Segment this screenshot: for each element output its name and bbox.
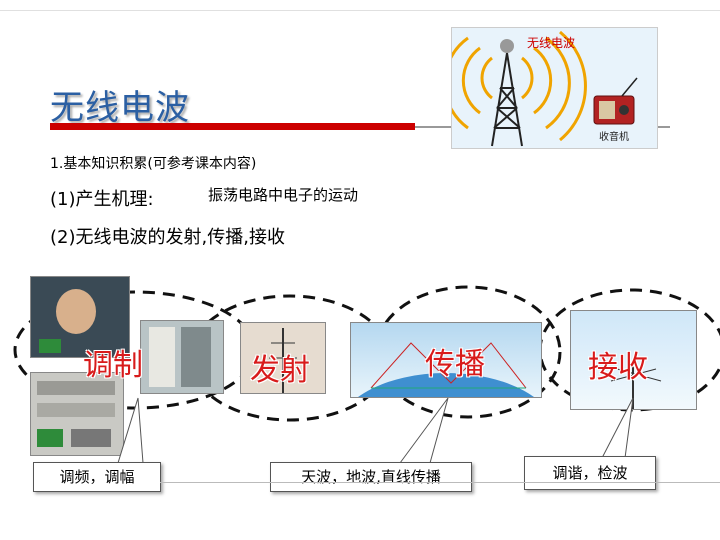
transmitter-room-photo	[140, 320, 224, 394]
equipment-photo	[30, 372, 124, 456]
radio-label: 收音机	[599, 132, 629, 143]
callout-modulation: 调频，调幅	[33, 462, 161, 492]
process-heading: (2)无线电波的发射,传播,接收	[50, 227, 285, 248]
antenna-photo	[240, 322, 326, 394]
earth-propagation-photo	[350, 322, 542, 398]
receiver-antenna-photo	[570, 310, 697, 410]
callout-reception: 调谐，检波	[524, 456, 656, 490]
bottom-divider	[160, 482, 720, 483]
stage-transmission: 发射	[250, 353, 310, 388]
mechanism-answer: 振荡电路中电子的运动	[208, 186, 359, 204]
callout-propagation: 天波，地波,直线传播	[270, 462, 472, 492]
tower-wave-drawing	[452, 28, 657, 148]
slide-title: 无线电波	[50, 88, 190, 128]
knowledge-heading: 1.基本知识积累(可参考课本内容)	[50, 156, 257, 172]
stage-propagation: 传播	[425, 347, 485, 382]
mechanism-label: (1)产生机理:	[50, 189, 154, 210]
title-underline	[50, 123, 415, 130]
callout-pointers	[117, 397, 634, 464]
illustration-caption: 无线电波	[527, 36, 576, 50]
radio-wave-illustration: 无线电波 收音机	[451, 27, 658, 149]
operator-photo	[30, 276, 130, 358]
stage-reception: 接收	[588, 350, 648, 385]
top-divider	[0, 10, 720, 11]
stage-modulation: 调制	[83, 348, 143, 383]
